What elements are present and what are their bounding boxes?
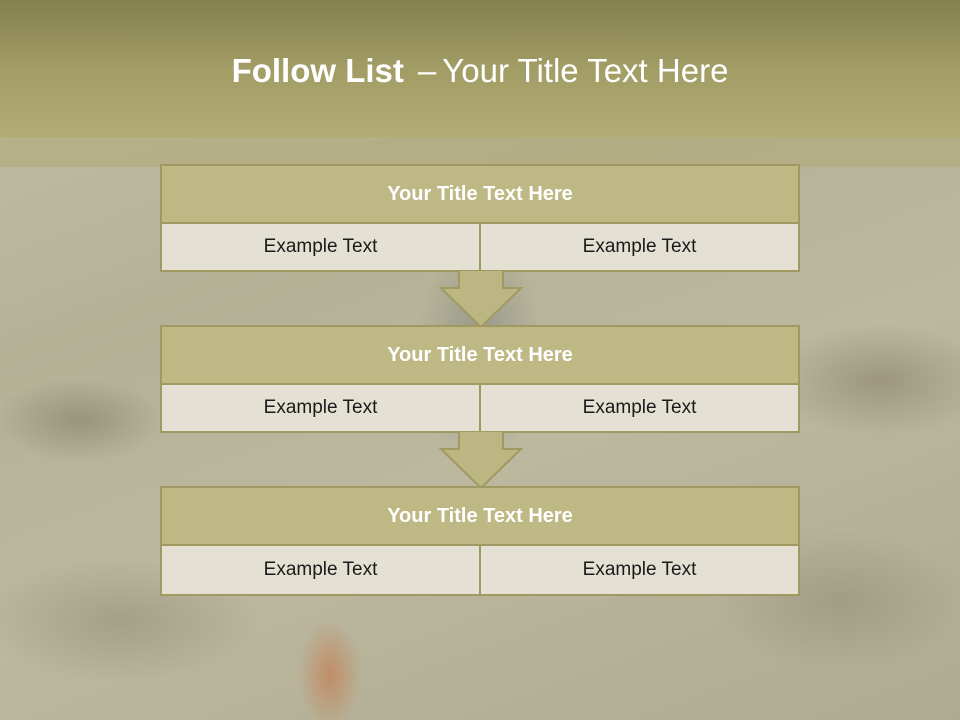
header-band <box>0 0 960 137</box>
list-box-row: Example Text Example Text <box>162 385 798 431</box>
list-box-row: Example Text Example Text <box>162 546 798 594</box>
slide-title: Follow List–Your Title Text Here <box>0 52 960 90</box>
list-box-cell-left: Example Text <box>263 397 378 418</box>
list-box-cell-left: Example Text <box>263 559 378 580</box>
down-arrow-icon <box>439 270 523 328</box>
list-box-3: Your Title Text Here Example Text Exampl… <box>160 486 800 596</box>
list-box-cell-right: Example Text <box>479 546 798 594</box>
list-box-cell-left: Example Text <box>263 236 378 257</box>
title-rest-part: Your Title Text Here <box>442 52 729 89</box>
list-box-cell-right: Example Text <box>479 385 798 431</box>
header-strip <box>0 137 960 167</box>
list-box-cell-right: Example Text <box>479 224 798 270</box>
list-box-1: Your Title Text Here Example Text Exampl… <box>160 164 800 272</box>
down-arrow-icon <box>439 431 523 489</box>
list-box-2: Your Title Text Here Example Text Exampl… <box>160 325 800 433</box>
list-box-title: Your Title Text Here <box>162 166 798 224</box>
list-box-row: Example Text Example Text <box>162 224 798 270</box>
title-separator: – <box>417 52 437 89</box>
list-box-title: Your Title Text Here <box>162 488 798 546</box>
title-bold-part: Follow List <box>231 52 404 89</box>
list-box-title: Your Title Text Here <box>162 327 798 385</box>
